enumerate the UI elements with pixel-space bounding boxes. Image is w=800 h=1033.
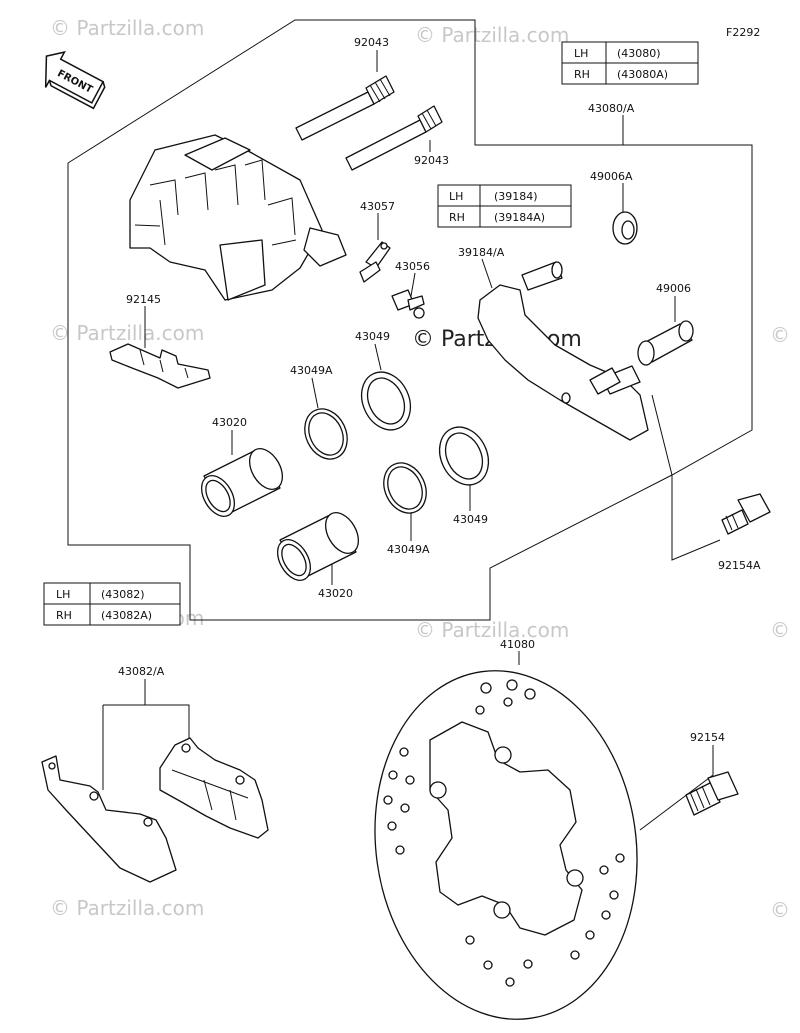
part-label-43056: 43056 bbox=[395, 260, 430, 273]
caliper-body bbox=[129, 134, 347, 301]
watermark: © Partzilla.com bbox=[50, 16, 204, 40]
watermark: © Partzilla.com bbox=[415, 618, 569, 642]
part-label-39184: 39184/A bbox=[458, 246, 505, 259]
watermark-edge: © bbox=[770, 323, 790, 347]
bolt-92043-upper bbox=[295, 75, 395, 141]
dust-seal-43049a-a bbox=[304, 408, 348, 460]
table-cell: RH bbox=[56, 609, 72, 622]
part-label-49006: 49006 bbox=[656, 282, 691, 295]
pad-spring-92145 bbox=[109, 343, 211, 389]
part-label-92154a: 92154A bbox=[718, 559, 761, 572]
watermark-edge: © bbox=[770, 618, 790, 642]
watermark: © Partzilla.com bbox=[50, 896, 204, 920]
brake-pad-front bbox=[41, 755, 177, 883]
bolt-92154a bbox=[721, 493, 771, 535]
part-label-43020: 43020 bbox=[318, 587, 353, 600]
part-label-43049: 43049 bbox=[453, 513, 488, 526]
part-label-43080: 43080/A bbox=[588, 102, 635, 115]
piston-seal-43049-a bbox=[360, 371, 412, 431]
watermark: © Partzilla.com bbox=[50, 321, 204, 345]
caliper-assy-table: LH (43080) RH (43080A) bbox=[561, 41, 699, 85]
part-label-92043: 92043 bbox=[354, 36, 389, 49]
table-cell: LH bbox=[56, 588, 70, 601]
part-label-92043: 92043 bbox=[414, 154, 449, 167]
piston-seal-43049-b bbox=[438, 426, 490, 486]
bleeder-valve-43056 bbox=[391, 289, 425, 319]
watermark-edge: © bbox=[770, 898, 790, 922]
table-cell: (39184) bbox=[494, 190, 538, 203]
piston-43020-a bbox=[200, 448, 284, 517]
caliper-assembly-frame bbox=[67, 19, 753, 621]
bolt-92154 bbox=[685, 771, 739, 816]
table-cell: LH bbox=[574, 47, 588, 60]
part-labels: 92043 92043 43080/A 49006A 43057 43056 3… bbox=[118, 36, 761, 744]
brake-disc-41080 bbox=[374, 670, 638, 1020]
dust-seal-43049a-b bbox=[383, 462, 427, 514]
part-label-43082: 43082/A bbox=[118, 665, 165, 678]
part-label-43049a: 43049A bbox=[290, 364, 333, 377]
piston-43020-b bbox=[276, 512, 360, 581]
diagram-code: F2292 bbox=[726, 26, 760, 39]
table-cell: (43080) bbox=[617, 47, 661, 60]
bracket-table: LH (39184) RH (39184A) bbox=[437, 184, 572, 228]
table-cell: (43082A) bbox=[101, 609, 152, 622]
part-label-43049a: 43049A bbox=[387, 543, 430, 556]
part-label-43020: 43020 bbox=[212, 416, 247, 429]
table-cell: (43080A) bbox=[617, 68, 668, 81]
dust-boot-49006a bbox=[612, 211, 638, 245]
pin-sleeve bbox=[589, 367, 621, 395]
table-cell: (43082) bbox=[101, 588, 145, 601]
part-label-41080: 41080 bbox=[500, 638, 535, 651]
part-label-92145: 92145 bbox=[126, 293, 161, 306]
table-cell: LH bbox=[449, 190, 463, 203]
part-label-43057: 43057 bbox=[360, 200, 395, 213]
table-cell: (39184A) bbox=[494, 211, 545, 224]
bolt-92043-lower bbox=[345, 105, 443, 171]
part-label-43049: 43049 bbox=[355, 330, 390, 343]
pin-boot-49006 bbox=[637, 320, 694, 366]
brake-pad-rear bbox=[159, 737, 269, 839]
front-arrow-icon: FRONT bbox=[44, 51, 106, 110]
caliper-clip-43057 bbox=[359, 241, 391, 283]
caliper-bracket-39184 bbox=[477, 261, 649, 441]
part-label-49006a: 49006A bbox=[590, 170, 633, 183]
table-cell: RH bbox=[574, 68, 590, 81]
part-label-92154: 92154 bbox=[690, 731, 725, 744]
pads-table: LH (43082) RH (43082A) bbox=[43, 582, 181, 626]
watermark: © Partzilla.com bbox=[415, 23, 569, 47]
table-cell: RH bbox=[449, 211, 465, 224]
